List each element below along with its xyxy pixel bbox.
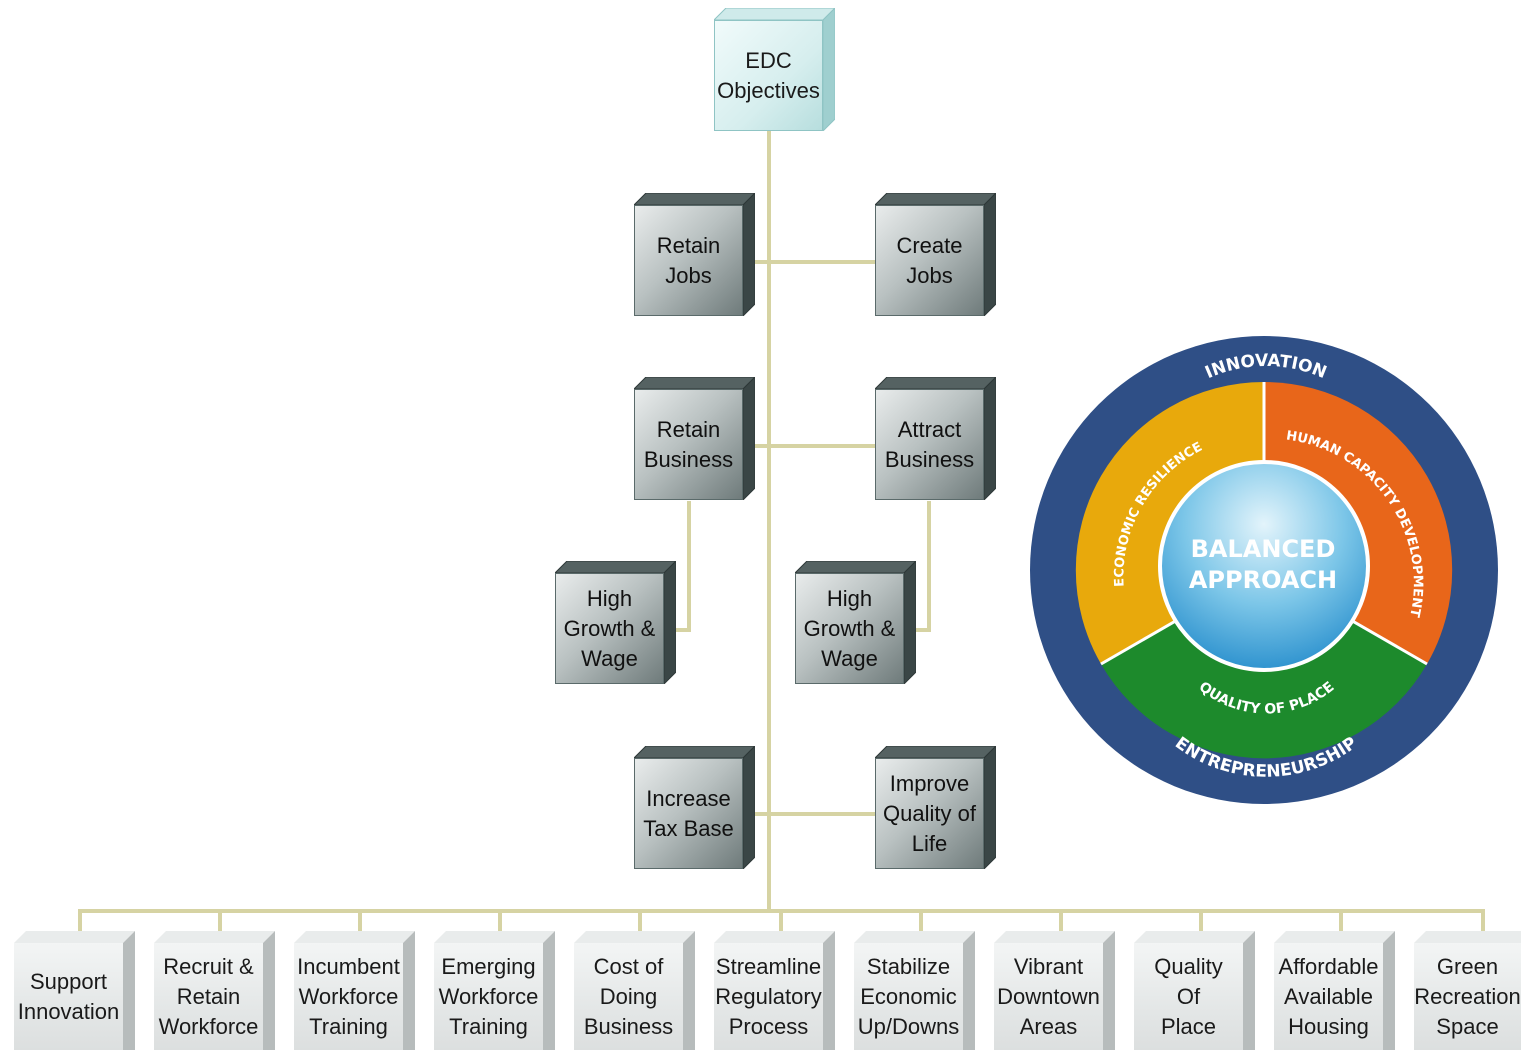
node-create-jobs: Create Jobs	[875, 193, 996, 316]
bottom-1-line-1: Recruit &	[163, 953, 254, 979]
bottom-6-line-1: Stabilize	[866, 953, 951, 979]
bottom-node-green-recreation-space: Green Recreation Space	[1414, 931, 1521, 1050]
increase-tax-base-line-2: Tax Base	[643, 815, 734, 841]
node-high-growth-left: High Growth & Wage	[555, 561, 676, 684]
bottom-0-line-1: Support	[29, 968, 108, 994]
node-improve-quality-of-life: Improve Quality of Life	[875, 746, 996, 869]
bottom-9-line-2: Available	[1284, 983, 1373, 1009]
bottom-5-line-3: Process	[728, 1013, 809, 1039]
bottom-3-line-1: Emerging	[441, 953, 536, 979]
bottom-10-line-1: Green	[1436, 953, 1499, 979]
bottom-node-streamline-regulatory-process: Streamline Regulatory Process	[714, 931, 835, 1050]
bottom-7-line-2: Downtown	[997, 983, 1100, 1009]
retain-jobs-line-1: Retain	[656, 232, 721, 258]
attract-business-line-1: Attract	[897, 416, 962, 442]
retain-business-line-2: Business	[643, 446, 734, 472]
bottom-drops	[78, 909, 1485, 932]
bottom-6-line-2: Economic	[860, 983, 957, 1009]
retain-business-line-1: Retain	[656, 416, 721, 442]
bottom-2-line-2: Workforce	[298, 983, 399, 1009]
bottom-8-line-3: Place	[1160, 1013, 1217, 1039]
bottom-node-support-innovation: Support Innovation	[14, 931, 135, 1050]
improve-quality-line-1: Improve	[889, 770, 970, 796]
bottom-3-line-2: Workforce	[438, 983, 539, 1009]
high-growth-left-line-3: Wage	[581, 645, 638, 671]
improve-quality-line-2: Quality of	[883, 800, 976, 826]
bottom-node-incumbent-workforce-training: Incumbent Workforce Training	[294, 931, 415, 1050]
bottom-1-line-3: Workforce	[158, 1013, 259, 1039]
right-growth-link	[915, 501, 931, 632]
bottom-node-affordable-available-housing: Affordable Available Housing	[1274, 931, 1395, 1050]
retain-jobs-line-2: Jobs	[665, 262, 712, 288]
create-jobs-line-2: Jobs	[906, 262, 953, 288]
node-retain-jobs: Retain Jobs	[634, 193, 755, 316]
high-growth-left-line-1: High	[586, 585, 633, 611]
bottom-8-line-2: Of	[1176, 983, 1201, 1009]
bottom-node-stabilize-economic-updowns: Stabilize Economic Up/Downs	[854, 931, 975, 1050]
center-line-1: BALANCED	[1191, 535, 1336, 563]
bottom-7-line-1: Vibrant	[1013, 953, 1084, 979]
bottom-4-line-2: Doing	[599, 983, 658, 1009]
increase-tax-base-line-1: Increase	[646, 785, 731, 811]
high-growth-left-line-2: Growth &	[563, 615, 656, 641]
center-line-2: APPROACH	[1189, 566, 1337, 594]
node-high-growth-right: High Growth & Wage	[795, 561, 916, 684]
attract-business-line-2: Business	[884, 446, 975, 472]
bottom-node-emerging-workforce-training: Emerging Workforce Training	[434, 931, 555, 1050]
high-growth-right-line-2: Growth &	[803, 615, 896, 641]
bottom-3-line-3: Training	[449, 1013, 528, 1039]
left-growth-link	[675, 501, 691, 632]
root-line-2: Objectives	[717, 77, 820, 103]
bottom-node-vibrant-downtown-areas: Vibrant Downtown Areas	[994, 931, 1115, 1050]
bottom-2-line-3: Training	[309, 1013, 388, 1039]
bottom-5-line-2: Regulatory	[715, 983, 822, 1009]
root-node: EDC Objectives	[714, 8, 835, 131]
bottom-4-line-3: Business	[583, 1013, 674, 1039]
bottom-5-line-1: Streamline	[715, 953, 822, 979]
bottom-9-line-3: Housing	[1288, 1013, 1369, 1039]
bottom-4-line-1: Cost of	[593, 953, 664, 979]
bottom-7-line-3: Areas	[1019, 1013, 1078, 1039]
bottom-node-cost-of-doing-business: Cost of Doing Business	[574, 931, 695, 1050]
bottom-node-quality-of-place: Quality Of Place	[1134, 931, 1255, 1050]
node-increase-tax-base: Increase Tax Base	[634, 746, 755, 869]
root-line-1: EDC	[745, 47, 792, 73]
bottom-2-line-1: Incumbent	[297, 953, 400, 979]
bottom-node-recruit-retain-workforce: Recruit & Retain Workforce	[154, 931, 275, 1050]
bottom-10-line-2: Recreation	[1414, 983, 1521, 1009]
bottom-1-line-2: Retain	[176, 983, 241, 1009]
bottom-8-line-1: Quality	[1154, 953, 1223, 979]
improve-quality-line-3: Life	[911, 830, 948, 856]
node-retain-business: Retain Business	[634, 377, 755, 500]
high-growth-right-line-3: Wage	[821, 645, 878, 671]
high-growth-right-line-1: High	[826, 585, 873, 611]
bottom-6-line-3: Up/Downs	[857, 1013, 960, 1039]
bottom-0-line-2: Innovation	[17, 998, 120, 1024]
bottom-9-line-1: Affordable	[1278, 953, 1379, 979]
create-jobs-line-1: Create	[896, 232, 963, 258]
bottom-10-line-3: Space	[1436, 1013, 1499, 1039]
wheel-center	[1158, 460, 1370, 672]
root-node-face: EDC Objectives	[714, 20, 823, 131]
node-attract-business: Attract Business	[875, 377, 996, 500]
